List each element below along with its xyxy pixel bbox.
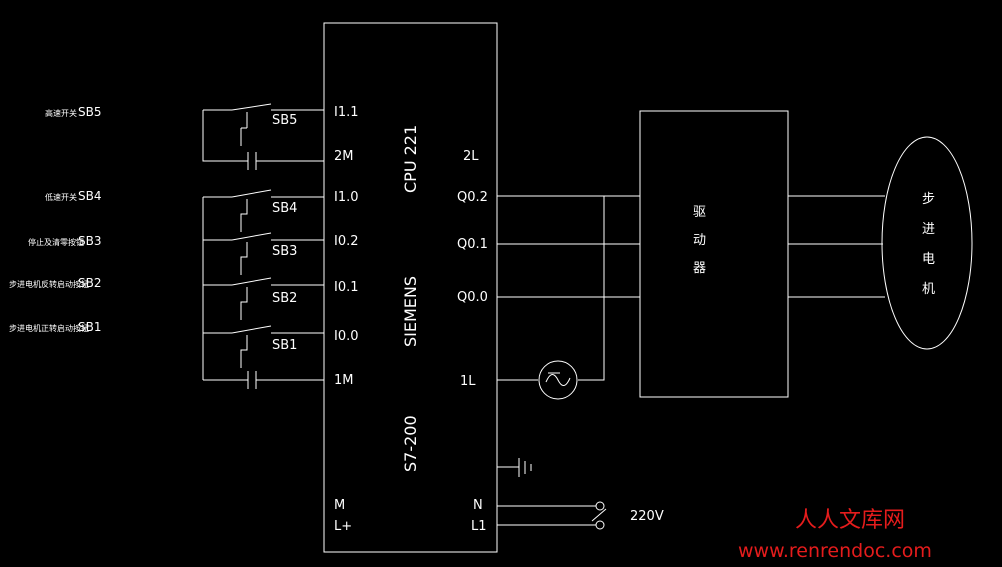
switch-label-sb2: SB2 [272,291,297,306]
plc-box [323,22,498,553]
terminal-i10: I1.0 [334,190,359,205]
ground-icon [497,458,532,477]
switch-group-sb4-sb1: SB4 SB3 SB2 SB1 [202,189,324,389]
desc-sb4-text: 低速开关 [45,192,77,202]
desc-sb1-text: 步进电机正转启动按钮 [9,323,89,333]
supply-voltage-label: 220V [630,509,664,524]
desc-sb3-tag: SB3 [78,234,101,248]
motor-label-3: 电 [922,252,935,267]
desc-sb5-text: 高速开关 [45,108,77,118]
terminal-i11: I1.1 [334,105,359,120]
terminal-i01: I0.1 [334,280,359,295]
desc-sb2-tag: SB2 [78,276,101,290]
stepper-motor [881,136,973,350]
terminal-lplus: L+ [334,519,352,534]
desc-sb2-text: 步进电机反转启动按钮 [9,279,89,289]
desc-sb5-tag: SB5 [78,105,101,119]
watermark-url: www.renrendoc.com [738,540,932,562]
terminal-q01: Q0.1 [457,237,488,252]
switch-label-sb4: SB4 [272,201,297,216]
watermark-name: 人人文库网 [795,508,905,533]
terminal-2l: 2L [463,149,479,164]
driver-label-3: 器 [693,261,706,276]
ac-source-icon [538,360,578,400]
driver-label-1: 驱 [693,205,706,220]
terminal-n: N [473,498,483,513]
plc-brand: SIEMENS [401,276,420,347]
desc-sb4-tag: SB4 [78,189,101,203]
motor-label-4: 机 [922,282,935,297]
motor-wiring [788,195,885,298]
terminal-l1: L1 [471,519,487,534]
plc-model: CPU 221 [401,125,420,193]
terminal-i00: I0.0 [334,329,359,344]
terminal-1m: 1M [334,373,354,388]
motor-label-1: 步 [922,192,935,207]
switch-label-sb5: SB5 [272,113,297,128]
motor-label-2: 进 [922,222,935,237]
terminal-q00: Q0.0 [457,290,488,305]
output-wiring [497,195,640,381]
driver-box [639,110,789,398]
terminal-1l: 1L [460,374,476,389]
switch-label-sb3: SB3 [272,244,297,259]
desc-sb3-text: 停止及清零按钮 [28,237,84,247]
power-supply: 220V [497,501,664,530]
terminal-i02: I0.2 [334,234,359,249]
plc-series: S7-200 [401,415,420,472]
switch-label-sb1: SB1 [272,338,297,353]
terminal-m: M [334,498,345,513]
terminal-q02: Q0.2 [457,190,488,205]
desc-sb1-tag: SB1 [78,320,101,334]
terminal-2m: 2M [334,149,354,164]
driver-label-2: 动 [693,233,706,248]
switch-group-sb5: SB5 [202,103,324,170]
